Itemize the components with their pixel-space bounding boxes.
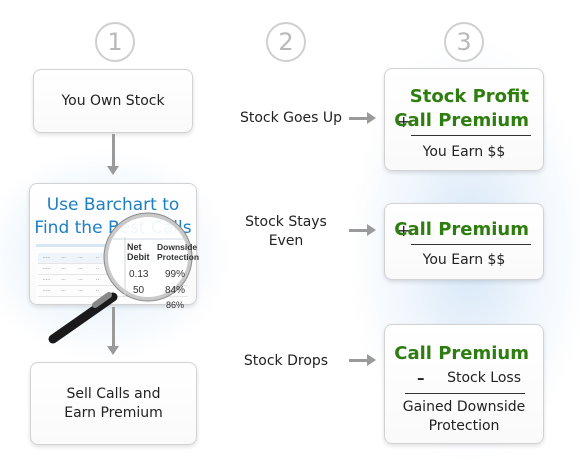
stock-loss-label: Stock Loss — [447, 370, 521, 386]
magnifier-row2-right: 84% — [165, 285, 186, 296]
arrow-right-3 — [349, 354, 376, 366]
magnifier-header-left: Net Debit — [127, 242, 150, 262]
magnifier-icon — [48, 212, 193, 344]
sum-rule-3 — [405, 393, 525, 394]
scenario-drop-card: Call Premium – Stock Loss Gained Downsid… — [384, 324, 544, 444]
gained-downside-line2: Protection — [428, 418, 500, 434]
gained-downside-line1: Gained Downside — [402, 399, 526, 415]
scenario-even-card: + Call Premium You Earn $$ — [384, 203, 544, 280]
plus-sign-1: + — [397, 112, 411, 131]
own-stock-card: You Own Stock — [33, 69, 193, 133]
sum-rule-2 — [411, 244, 531, 245]
condition-stock-stays-line2: Even — [268, 233, 304, 249]
plus-sign-2: + — [397, 221, 411, 240]
condition-stock-goes-up: Stock Goes Up — [239, 110, 343, 126]
sell-calls-line1: Sell Calls and — [66, 385, 161, 402]
condition-stock-stays-line1: Stock Stays — [245, 214, 327, 230]
sum-rule-1 — [411, 135, 531, 136]
step-3-badge: 3 — [444, 22, 484, 62]
own-stock-label: You Own Stock — [61, 92, 165, 109]
sell-calls-card: Sell Calls and Earn Premium — [30, 362, 197, 445]
magnifier-row1-right: 99% — [165, 269, 186, 280]
magnifier-header-right: Downside Protection — [157, 242, 200, 262]
minus-sign: – — [417, 369, 425, 387]
arrow-down-2 — [107, 307, 119, 355]
arrow-right-1 — [349, 112, 376, 124]
scenario-up-card: Stock Profit + Call Premium You Earn $$ — [384, 68, 544, 171]
step-1-badge: 1 — [95, 22, 135, 62]
call-premium-label-2: Call Premium — [394, 219, 529, 240]
stock-profit-label: Stock Profit — [409, 86, 529, 107]
call-premium-label-1: Call Premium — [394, 110, 529, 131]
arrow-down-1 — [107, 134, 119, 175]
you-earn-label-2: You Earn $$ — [422, 252, 506, 268]
magnifier-row3-right: 86% — [166, 300, 185, 310]
magnifier-row1-left: 0.13 — [129, 269, 149, 280]
magnifier-row2-left: 50 — [133, 285, 145, 296]
condition-stock-drops: Stock Drops — [243, 353, 329, 369]
you-earn-label-1: You Earn $$ — [422, 144, 506, 160]
step-2-badge: 2 — [266, 22, 306, 62]
sell-calls-line2: Earn Premium — [64, 404, 163, 421]
arrow-right-2 — [349, 224, 376, 236]
barchart-title-line1: Use Barchart to — [46, 195, 180, 215]
call-premium-label-3: Call Premium — [394, 343, 529, 364]
